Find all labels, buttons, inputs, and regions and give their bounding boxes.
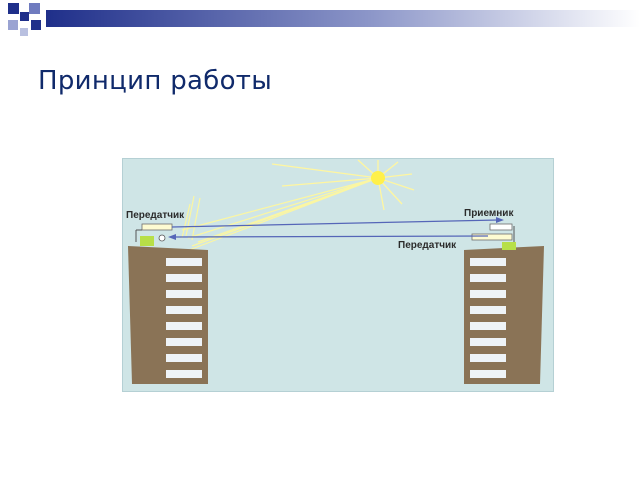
sunlight-beams: [181, 177, 379, 253]
building-icon: [464, 246, 544, 384]
accent-square: [8, 20, 18, 30]
header-gradient-bar: [46, 10, 640, 27]
header-decoration: [8, 3, 640, 36]
right-transceiver-device: [471, 223, 516, 250]
label-right-transmitter: Передатчик: [398, 240, 457, 251]
left-building: [128, 246, 208, 384]
accent-square: [29, 3, 40, 14]
communication-beams: [168, 217, 504, 240]
accent-square: [31, 20, 41, 30]
sun-icon: [371, 171, 385, 185]
accent-square: [20, 12, 29, 21]
accent-square: [8, 3, 19, 14]
page-title: Принцип работы: [38, 66, 273, 96]
label-right-receiver: Приемник: [464, 208, 514, 219]
building-icon: [128, 246, 208, 384]
operation-diagram: Передатчик Приемник Передатчик: [122, 158, 554, 392]
accent-square: [20, 28, 28, 36]
label-left-transmitter: Передатчик: [126, 210, 185, 221]
left-building-windows: [166, 258, 202, 378]
right-building: [464, 246, 544, 384]
right-building-windows: [470, 258, 506, 378]
